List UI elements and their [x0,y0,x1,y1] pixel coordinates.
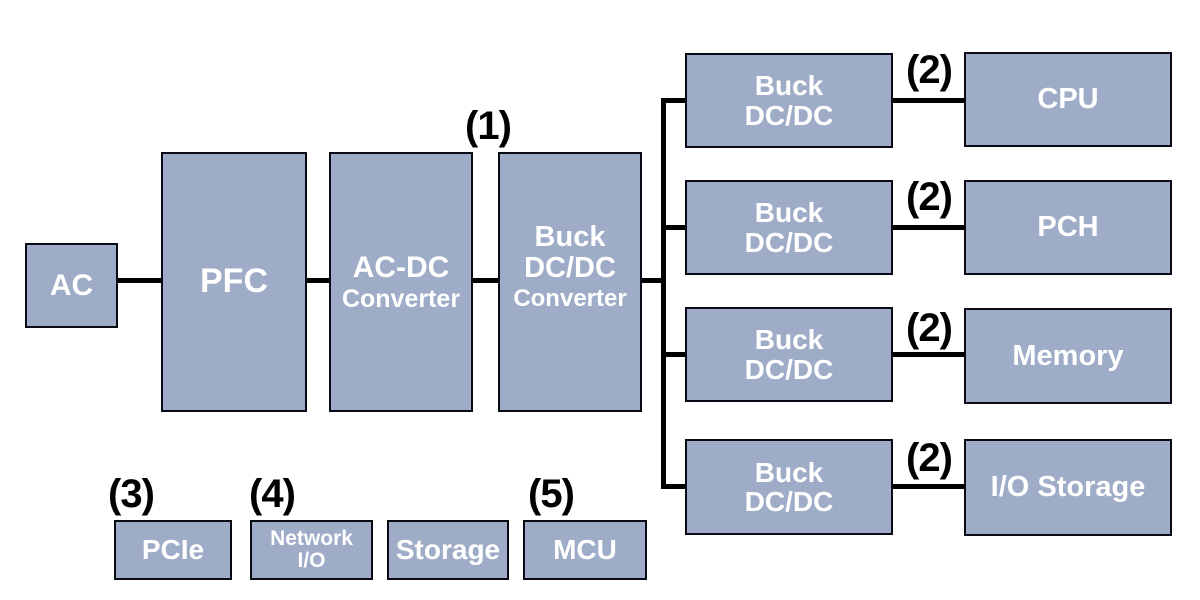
block-buck-dcdc-1: Buck DC/DC [685,53,893,148]
annotation-5: (5) [528,472,575,516]
block-cpu-label: CPU [1037,83,1099,116]
block-pch: PCH [964,180,1172,275]
annotation-1: (1) [465,104,512,148]
connector-buck4-iostorage [893,484,964,489]
block-network-io-line1: Network [270,526,353,550]
annotation-3: (3) [108,472,155,516]
block-ac-dc-converter-line1: AC-DC [352,250,450,284]
block-io-storage: I/O Storage [964,439,1172,536]
block-memory-label: Memory [1012,339,1124,372]
block-buck-dcdc-3: Buck DC/DC [685,307,893,402]
annotation-2-memory: (2) [906,306,953,350]
block-buck-dc-dc-converter: Buck DC/DC Converter [498,152,642,412]
block-buck-dcdc-4-line1: Buck [754,456,824,488]
block-ac-dc-converter-line2: Converter [341,285,461,314]
annotation-2-iostorage: (2) [906,436,953,480]
connector-acdc-buckconv [473,278,498,283]
block-memory: Memory [964,308,1172,404]
block-ac-dc-converter: AC-DC Converter [329,152,473,412]
annotation-2-pch: (2) [906,175,953,219]
connector-buckconv-bus [642,278,666,283]
block-network-io: Network I/O [250,520,373,580]
connector-pfc-acdc [307,278,329,283]
block-buck-dcdc-3-line2: DC/DC [744,353,834,385]
block-pfc: PFC [161,152,307,412]
block-pcie: PCIe [114,520,232,580]
block-mcu-label: MCU [553,534,617,566]
block-buck-dcdc-3-line1: Buck [754,324,824,356]
annotation-2-cpu: (2) [906,48,953,92]
connector-buck2-pch [893,225,964,230]
block-buck-dcdc-2-line2: DC/DC [744,226,834,258]
block-pfc-label: PFC [200,262,268,301]
block-buck-dc-dc-converter-line2: DC/DC [524,251,616,284]
block-pch-label: PCH [1037,211,1099,244]
block-buck-dcdc-4-line2: DC/DC [744,486,834,517]
stub-buck-1 [665,98,685,103]
stub-buck-3 [665,352,685,357]
annotation-4: (4) [249,472,296,516]
block-cpu: CPU [964,52,1172,147]
connector-ac-pfc [118,278,161,283]
block-storage-label: Storage [395,534,501,566]
connector-buck3-memory [893,352,964,357]
block-buck-dcdc-1-line1: Buck [754,70,824,102]
block-ac-label: AC [49,268,94,302]
block-mcu: MCU [523,520,647,580]
block-buck-dc-dc-converter-line1: Buck [534,221,606,254]
block-buck-dc-dc-converter-line3: Converter [513,285,627,313]
block-buck-dcdc-4: Buck DC/DC [685,439,893,535]
block-io-storage-label: I/O Storage [990,471,1146,504]
block-buck-dcdc-2-line1: Buck [754,197,824,229]
block-storage: Storage [387,520,509,580]
block-network-io-line2: I/O [297,549,326,572]
block-ac: AC [25,243,118,328]
stub-buck-2 [665,225,685,230]
bus-line [661,98,666,489]
block-buck-dcdc-2: Buck DC/DC [685,180,893,275]
block-pcie-label: PCIe [141,534,205,566]
block-buck-dcdc-1-line2: DC/DC [744,99,834,131]
connector-buck1-cpu [893,98,964,103]
stub-buck-4 [665,484,685,489]
